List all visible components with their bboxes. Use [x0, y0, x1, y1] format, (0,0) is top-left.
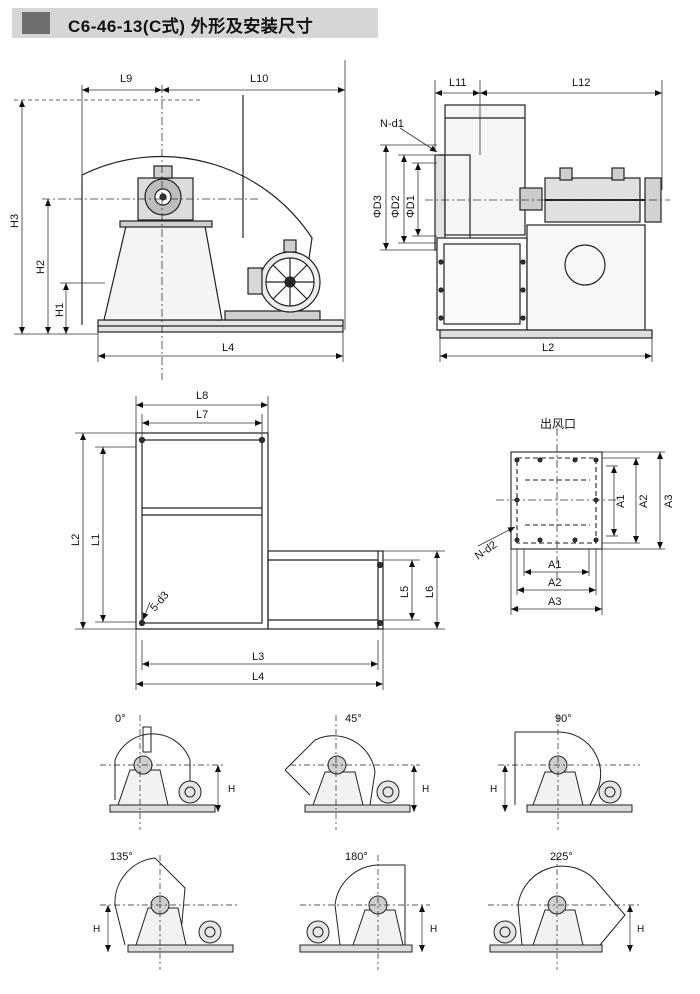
- dim-L12: L12: [572, 77, 590, 89]
- position-angle-0: 0°: [115, 713, 126, 725]
- plan-frame-right: [267, 550, 384, 630]
- dim-D1: ΦD1: [405, 195, 417, 218]
- position-0: [100, 715, 225, 830]
- plan-view: [135, 432, 384, 630]
- dim-L10: L10: [250, 73, 268, 85]
- dim-D2: ΦD2: [390, 195, 402, 218]
- position-h-180: H: [430, 924, 437, 935]
- dim-L4-front: L4: [222, 342, 234, 354]
- dim-L8: L8: [196, 390, 208, 402]
- side-frame: [436, 237, 528, 331]
- position-angle-90: 90°: [555, 713, 572, 725]
- front-pedestal: [103, 225, 223, 321]
- outlet-flange: [510, 451, 603, 550]
- position-h-45: H: [422, 784, 429, 795]
- dim-L5: L5: [399, 586, 411, 598]
- dim-H1: H1: [54, 303, 66, 317]
- dim-H2: H2: [35, 260, 47, 274]
- dim-L3: L3: [252, 651, 264, 663]
- dim-L4-plan: L4: [252, 671, 264, 683]
- title-bar: C6-46-13(C式) 外形及安装尺寸: [12, 8, 378, 38]
- plan-dims: [75, 396, 445, 690]
- position-angle-135: 135°: [110, 851, 133, 863]
- position-angle-180: 180°: [345, 851, 368, 863]
- position-h-225: H: [637, 924, 644, 935]
- dim-L11: L11: [449, 77, 467, 89]
- dim-D3: ΦD3: [372, 195, 384, 218]
- front-view: [81, 95, 344, 333]
- side-view: [434, 104, 662, 339]
- position-225: [488, 855, 640, 970]
- front-dims: [14, 60, 346, 380]
- title-marker: [22, 12, 50, 34]
- position-45: [284, 715, 420, 830]
- dim-A1-v: A1: [615, 495, 627, 508]
- dim-A3-v: A3: [663, 495, 675, 508]
- dim-A2-v: A2: [638, 495, 650, 508]
- position-135: [100, 855, 240, 970]
- outlet-dims: [477, 428, 665, 615]
- dim-L9: L9: [120, 73, 132, 85]
- outlet-title: 出风口: [540, 417, 576, 431]
- dim-A3-h: A3: [548, 596, 561, 608]
- side-pedestal: [526, 224, 646, 331]
- dim-L6: L6: [424, 586, 436, 598]
- dim-N-d2: N-d2: [473, 539, 499, 563]
- dim-A2-h: A2: [548, 577, 561, 589]
- dim-L1: L1: [90, 534, 102, 546]
- dim-L2-side: L2: [542, 342, 554, 354]
- dim-L7: L7: [196, 409, 208, 421]
- dim-N-d1: N-d1: [380, 118, 404, 130]
- dim-L2-plan: L2: [70, 534, 82, 546]
- position-90: [498, 715, 640, 830]
- position-h-0: H: [228, 784, 235, 795]
- position-180: [299, 855, 430, 970]
- dim-5-d3: 5-d3: [148, 589, 171, 614]
- plan-frame-left: [135, 432, 269, 630]
- position-h-90: H: [490, 784, 497, 795]
- position-h-135: H: [93, 924, 100, 935]
- dim-A1-h: A1: [548, 559, 561, 571]
- side-shaft-hole: [564, 244, 606, 286]
- side-dims: [380, 80, 670, 362]
- front-motor-base: [224, 310, 321, 321]
- dim-H3: H3: [9, 214, 21, 228]
- page-title: C6-46-13(C式) 外形及安装尺寸: [68, 17, 314, 36]
- position-angle-225: 225°: [550, 851, 573, 863]
- position-angle-45: 45°: [345, 713, 362, 725]
